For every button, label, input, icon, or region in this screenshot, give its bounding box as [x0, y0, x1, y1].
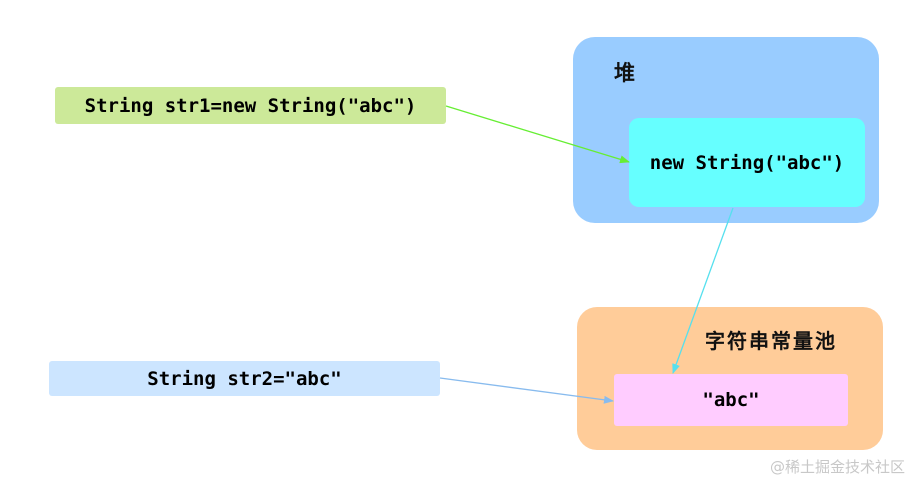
heap-title: 堆 [614, 61, 635, 85]
string-pool-title: 字符串常量池 [705, 329, 837, 353]
arrow-str1-to-heap [445, 105, 630, 164]
watermark: @稀土掘金技术社区 [769, 458, 905, 476]
arrow-heap-to-pool [672, 207, 734, 374]
code-str1: String str1=new String("abc") [55, 87, 446, 124]
heap-string-object: new String("abc") [629, 118, 865, 207]
code-str2: String str2="abc" [49, 361, 440, 396]
pool-string-literal: "abc" [614, 374, 848, 426]
arrow-str2-to-pool [439, 377, 614, 404]
